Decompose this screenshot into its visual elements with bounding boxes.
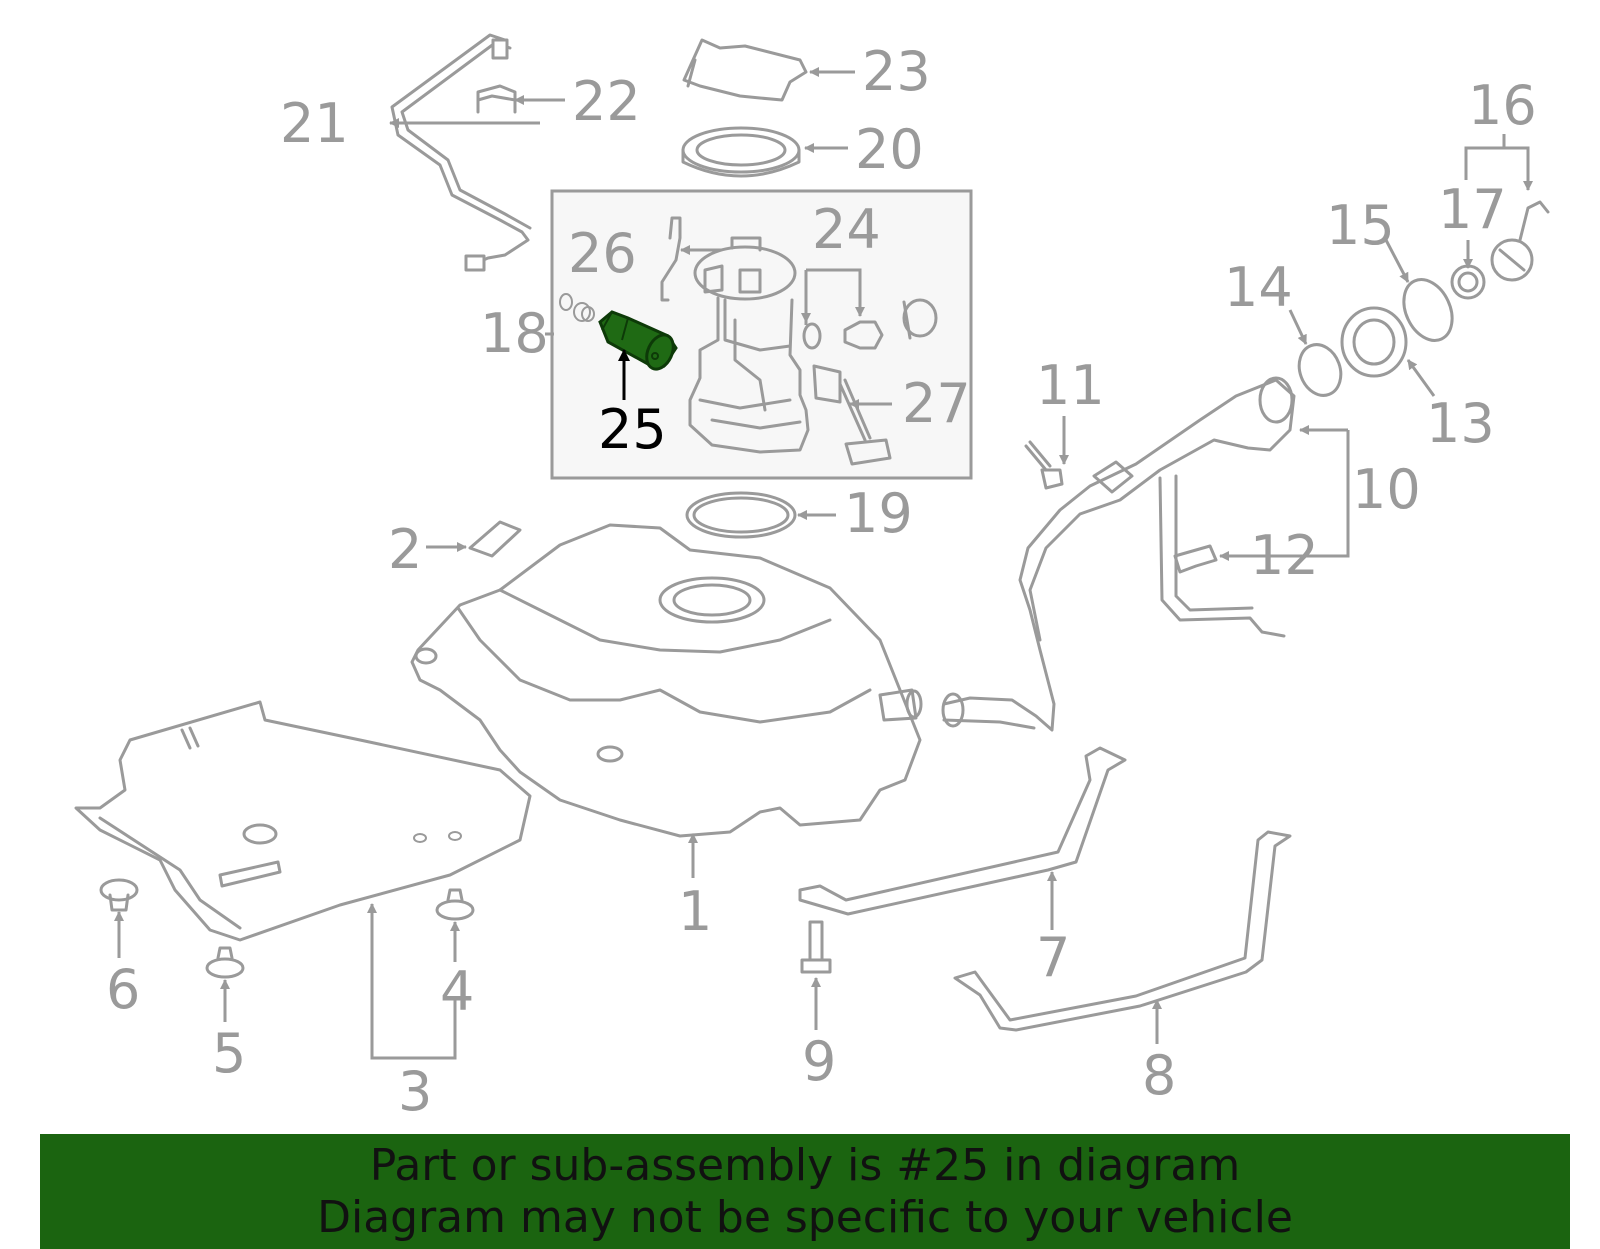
part-21-fuel-line <box>390 33 532 272</box>
callout-9: 9 <box>802 1030 836 1093</box>
callout-27: 27 <box>902 372 971 435</box>
part-7-strap <box>798 746 1127 916</box>
callout-17: 17 <box>1438 178 1507 241</box>
callout-labels: 21 22 23 20 26 24 18 25 27 19 2 1 6 5 4 … <box>106 40 1537 1123</box>
callout-25: 25 <box>598 398 667 461</box>
callout-8: 8 <box>1142 1044 1176 1107</box>
part-27-sender <box>812 364 892 466</box>
part-19-gasket <box>685 491 797 539</box>
callout-19: 19 <box>844 482 913 545</box>
callout-11: 11 <box>1036 354 1105 417</box>
callout-26: 26 <box>568 222 637 285</box>
part-23-cover <box>682 38 808 102</box>
part-oring-c <box>581 306 595 322</box>
banner-line-2: Diagram may not be specific to your vehi… <box>317 1191 1293 1243</box>
part-26-harness <box>660 216 682 302</box>
part-2-label <box>468 520 522 558</box>
part-15-ring <box>1402 278 1454 342</box>
banner-line-1: Part or sub-assembly is #25 in diagram <box>369 1139 1241 1191</box>
callout-16: 16 <box>1468 74 1537 137</box>
callout-6: 6 <box>106 958 140 1021</box>
part-20-lock-ring <box>681 126 801 178</box>
callout-3: 3 <box>398 1060 432 1123</box>
callout-20: 20 <box>855 118 924 181</box>
part-22-clip <box>476 84 517 114</box>
part-4-clip <box>435 888 475 921</box>
part-18-pump-module <box>688 236 810 454</box>
callout-23: 23 <box>862 40 931 103</box>
part-8-strap <box>953 830 1292 1032</box>
part-16-fuel-cap <box>1490 200 1550 282</box>
part-14-ring <box>1297 343 1343 397</box>
callout-12: 12 <box>1250 524 1319 587</box>
callout-2: 2 <box>388 518 422 581</box>
part-6-clip <box>99 878 139 912</box>
callout-5: 5 <box>212 1022 246 1085</box>
callout-18: 18 <box>480 302 549 365</box>
part-13-seal <box>1340 306 1408 378</box>
callout-14: 14 <box>1224 256 1293 319</box>
info-banner: Part or sub-assembly is #25 in diagram D… <box>40 1134 1570 1249</box>
part-12-clamp <box>1173 544 1218 574</box>
callout-10: 10 <box>1352 458 1421 521</box>
leader-lines <box>114 67 1528 1060</box>
part-1-fuel-tank <box>410 523 923 838</box>
part-5-clip <box>205 946 245 979</box>
part-3-shield <box>74 700 532 942</box>
callout-7: 7 <box>1036 926 1070 989</box>
callout-15: 15 <box>1326 194 1395 257</box>
part-10-filler-pipe <box>941 376 1296 732</box>
part-9-bolt <box>800 920 832 974</box>
callout-22: 22 <box>572 70 641 133</box>
callout-1: 1 <box>678 880 712 943</box>
callout-13: 13 <box>1426 392 1495 455</box>
callout-4: 4 <box>440 960 474 1023</box>
callout-21: 21 <box>280 92 349 155</box>
callout-24: 24 <box>812 198 881 261</box>
part-11-bolt <box>1024 440 1064 490</box>
part-oring-b <box>573 302 591 322</box>
part-oring-a <box>559 293 573 311</box>
part-17-cap-ring <box>1450 264 1486 300</box>
